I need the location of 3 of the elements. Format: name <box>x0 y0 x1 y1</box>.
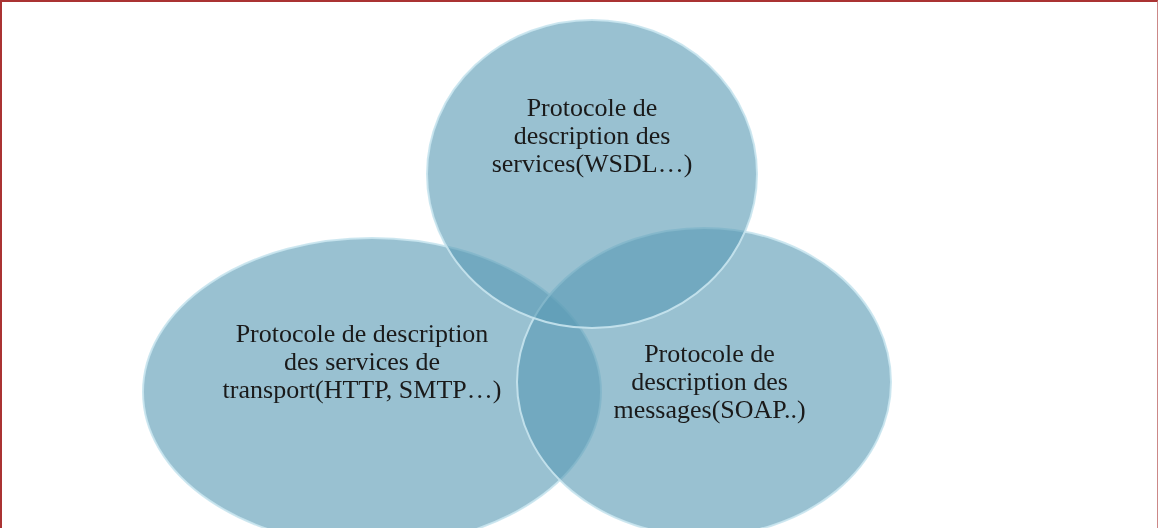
circle-label: Protocole de description des services de transport(HTTP, SMTP…) <box>221 320 503 404</box>
circle-label: Protocole de description des services(WSDL…) <box>490 94 694 178</box>
circle-label: Protocole de description des messages(SOAP..) <box>612 340 807 424</box>
